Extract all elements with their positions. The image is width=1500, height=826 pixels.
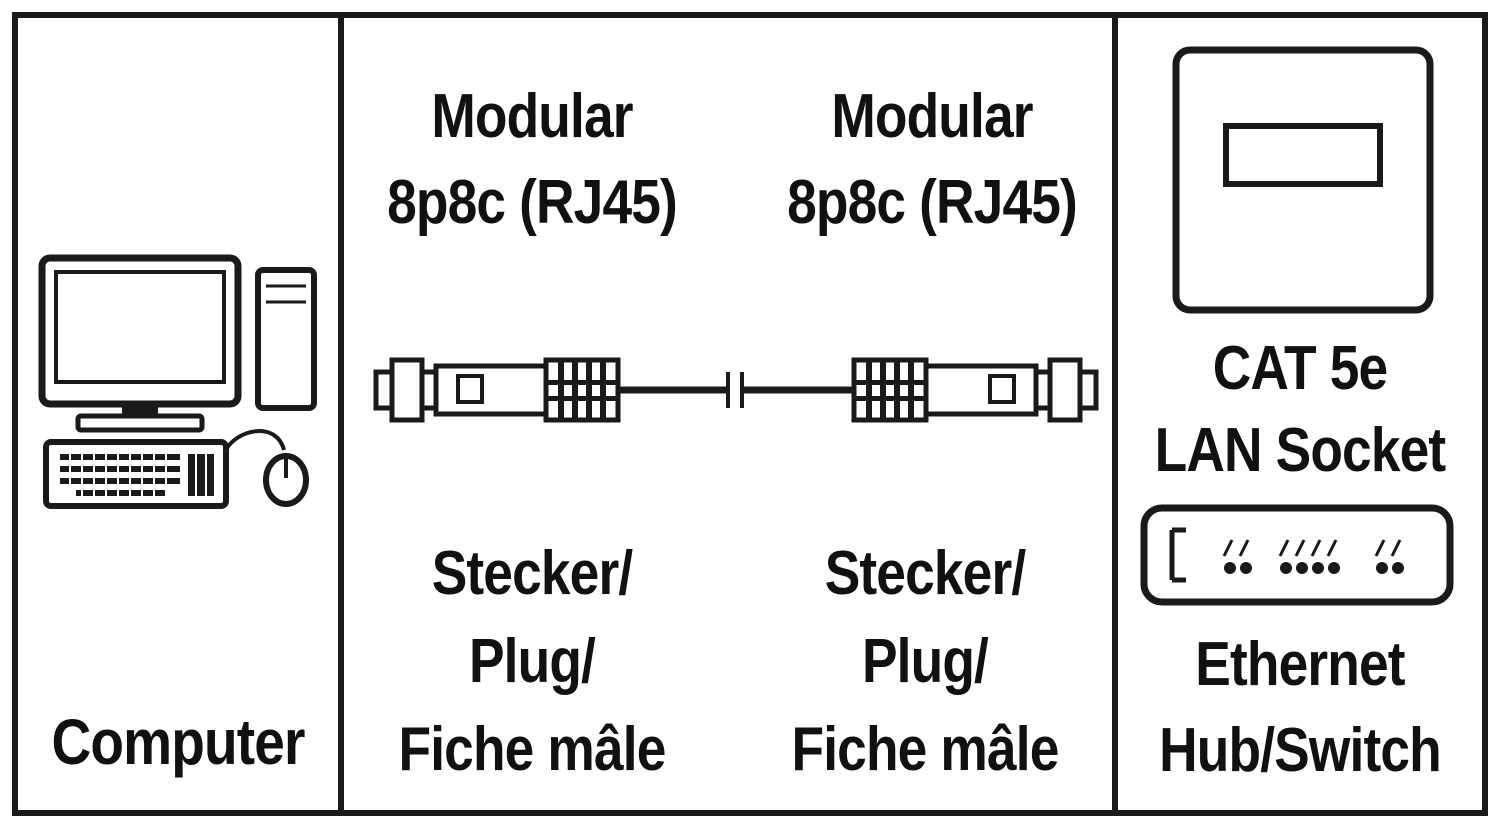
right-connector-gender-label: Stecker/ Plug/ Fiche mâle [770,530,1080,794]
right-connector-gender-line2: Plug/ [861,627,989,696]
right-connector-type-label: Modular 8p8c (RJ45) [777,74,1087,246]
socket-label-line2: LAN Socket [1154,416,1447,485]
left-connector-type-label: Modular 8p8c (RJ45) [377,74,687,246]
rj45-cable-icon [373,357,1099,423]
socket-label: CAT 5e LAN Socket [1143,328,1456,492]
left-connector-type-line2: 8p8c (RJ45) [387,168,678,237]
computer-label: Computer [51,706,305,778]
left-connector-gender-label: Stecker/ Plug/ Fiche mâle [377,530,687,794]
switch-label-line2: Hub/Switch [1159,716,1442,785]
socket-label-line1: CAT 5e [1212,334,1388,403]
right-rj45-plug-icon [851,357,1099,423]
lan-socket-icon [1172,46,1434,314]
left-connector-type-line1: Modular [431,82,633,151]
right-connector-gender-line3: Fiche mâle [791,715,1059,784]
ethernet-switch-icon [1140,504,1454,606]
switch-label-line1: Ethernet [1195,630,1405,699]
left-connector-gender-line3: Fiche mâle [398,715,666,784]
left-connector-gender-line1: Stecker/ [431,539,633,608]
right-connector-type-line2: 8p8c (RJ45) [787,168,1078,237]
right-connector-gender-line1: Stecker/ [824,539,1026,608]
switch-label: Ethernet Hub/Switch [1143,622,1456,794]
computer-icon [38,254,317,509]
left-rj45-plug-icon [373,357,621,423]
left-connector-gender-line2: Plug/ [468,627,596,696]
right-connector-type-line1: Modular [831,82,1033,151]
